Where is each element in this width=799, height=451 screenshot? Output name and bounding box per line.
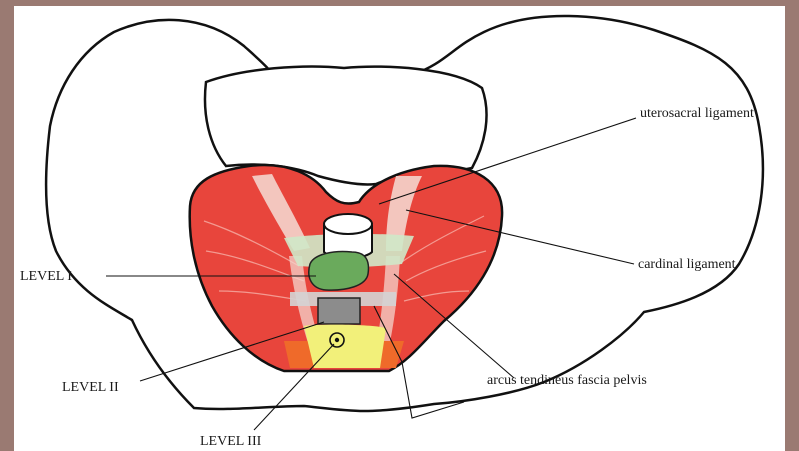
pelvic-floor-diagram: uterosacral ligament cardinal ligament L… (14, 6, 785, 451)
diagram-frame: uterosacral ligament cardinal ligament L… (14, 6, 785, 451)
label-cardinal: cardinal ligament (638, 257, 736, 272)
label-level2: LEVEL II (62, 380, 119, 395)
level2-structure (318, 298, 360, 324)
level1-structure (309, 252, 369, 291)
label-arcus: arcus tendineus fascia pelvis (487, 373, 647, 388)
label-uterosacral: uterosacral ligament (640, 106, 754, 121)
label-level3: LEVEL III (200, 434, 262, 449)
label-level1: LEVEL I (20, 269, 72, 284)
level3-yellow (304, 325, 386, 368)
level3-target (330, 333, 344, 347)
